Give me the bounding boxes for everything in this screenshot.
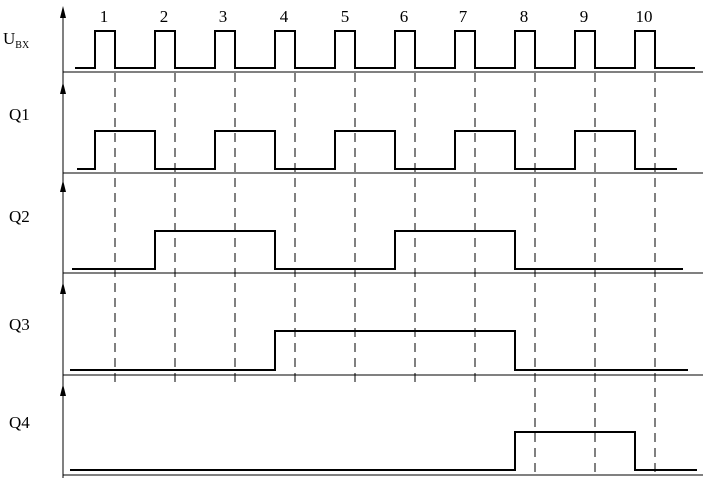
input-pulse-waveform — [75, 30, 695, 69]
pulse-number-2: 2 — [160, 7, 169, 26]
waveform-q3 — [70, 330, 688, 371]
label-q3: Q3 — [9, 315, 30, 334]
baselines — [63, 71, 703, 476]
waveform-q4 — [70, 431, 697, 471]
pulse-number-8: 8 — [520, 7, 529, 26]
pulse-number-5: 5 — [341, 7, 350, 26]
pulse-numbers: 1 2 3 4 5 6 7 8 9 10 — [100, 7, 653, 26]
input-label: UBX — [3, 29, 30, 51]
pulse-number-6: 6 — [400, 7, 409, 26]
label-q2: Q2 — [9, 207, 30, 226]
pulse-number-3: 3 — [219, 7, 228, 26]
vertical-axis — [60, 6, 66, 478]
pulse-number-9: 9 — [580, 7, 589, 26]
waveform-q2 — [72, 230, 683, 270]
pulse-number-1: 1 — [100, 7, 109, 26]
pulse-number-4: 4 — [280, 7, 289, 26]
pulse-number-7: 7 — [459, 7, 468, 26]
pulse-number-10: 10 — [636, 7, 653, 26]
waveform-q1 — [77, 130, 677, 170]
label-q1: Q1 — [9, 105, 30, 124]
label-q4: Q4 — [9, 413, 30, 432]
